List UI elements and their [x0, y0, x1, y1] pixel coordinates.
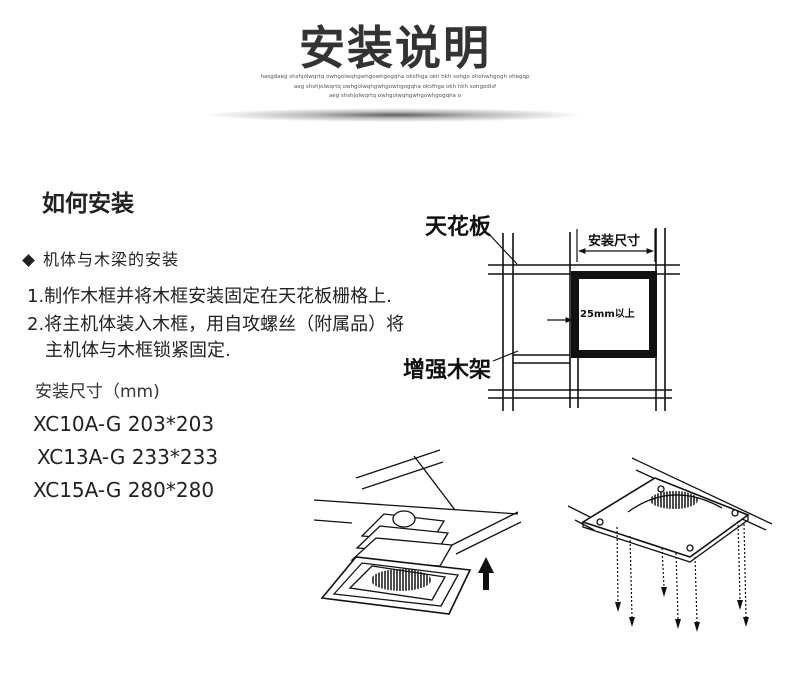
model-size-row: XC13A-G 233*233 — [37, 445, 219, 469]
subheading-text: 机体与木梁的安装 — [43, 250, 180, 269]
screw-guide-line — [743, 523, 747, 618]
screw-guide-line — [675, 552, 679, 620]
fan-motor — [650, 491, 698, 509]
ceiling-label: 天花板 — [425, 214, 492, 240]
step-2-continuation: 主机体与木框锁紧固定. — [45, 340, 231, 361]
fan-insert-illustration — [313, 449, 522, 615]
ceiling-beam-line — [355, 449, 441, 479]
reinforce-label: 增强木架 — [403, 357, 491, 383]
panel-fixing-illustration — [567, 457, 773, 563]
ceiling-grid-diagram — [487, 228, 680, 411]
ceiling-beam-line — [361, 461, 444, 490]
subtitle-line: hasgdaeg shshjolwqrtq owhgolwqhgwhgowhgo… — [260, 74, 530, 80]
screw-guide-line — [737, 520, 741, 601]
screws — [615, 587, 749, 632]
up-arrow-icon — [478, 557, 494, 590]
ceiling-beam-line — [451, 511, 519, 546]
hanging-screws — [616, 520, 747, 623]
ceiling-beam-line — [574, 519, 595, 531]
subtitle-line: aeg shshjolwqrtq owhgolwqhgwhgowhgogqha … — [293, 83, 497, 90]
screw-hole — [657, 485, 665, 493]
screw-guide-line — [694, 556, 698, 623]
subheading: 机体与木梁的安装 — [22, 250, 179, 270]
screw-icon — [661, 587, 667, 597]
wooden-frame-square — [571, 271, 657, 358]
ceiling-beam-line — [313, 519, 353, 524]
mounting-plate-edge — [582, 515, 749, 563]
screw-hole — [731, 509, 739, 517]
model-size-row: XC10A-G 203*203 — [33, 412, 215, 436]
ceiling-beam-line — [413, 455, 456, 511]
duct-connector — [392, 510, 416, 528]
screw-icon — [629, 617, 635, 627]
screw-icon — [694, 622, 700, 632]
subtitle-line: aeg shshjolwqrtq owhgolwqhgwhgowhgogqha … — [328, 93, 462, 99]
sizes-heading: 安装尺寸（mm) — [35, 382, 160, 402]
screw-hole — [686, 544, 694, 552]
section-title: 如何安装 — [42, 191, 134, 217]
screw-hole — [596, 518, 604, 526]
screw-icon — [615, 602, 621, 612]
screw-icon — [743, 617, 749, 627]
step-2-text: 2.将主机体装入木框，用自攻螺丝（附属品）将 — [27, 314, 405, 335]
ceiling-leader-line — [487, 232, 518, 265]
ceiling-beam-line — [313, 499, 519, 515]
screw-icon — [737, 600, 743, 610]
decorative-subtitle: hasgdaeg shshjolwqrtq owhgolwqhgwhgowhgo… — [0, 73, 790, 102]
ceiling-beam-line — [631, 457, 773, 525]
screw-guide-line — [661, 547, 665, 588]
step-1-text: 1.制作木框并将木框安装固定在天花板栅格上. — [27, 286, 392, 307]
fan-motor — [371, 569, 431, 591]
screw-icon — [675, 619, 681, 629]
title-shadow-divider — [205, 108, 585, 122]
reinforce-leader-line — [492, 350, 519, 362]
mounting-plate — [581, 477, 750, 558]
clearance-label: 25mm以上 — [580, 307, 635, 320]
size-label: 安装尺寸 — [588, 233, 640, 249]
model-size-row: XC15A-G 280*280 — [33, 478, 215, 502]
ceiling-beam-line — [455, 521, 522, 555]
screw-guide-line — [629, 535, 633, 618]
screw-guide-line — [616, 526, 619, 603]
page-title: 安装说明 — [299, 21, 491, 75]
